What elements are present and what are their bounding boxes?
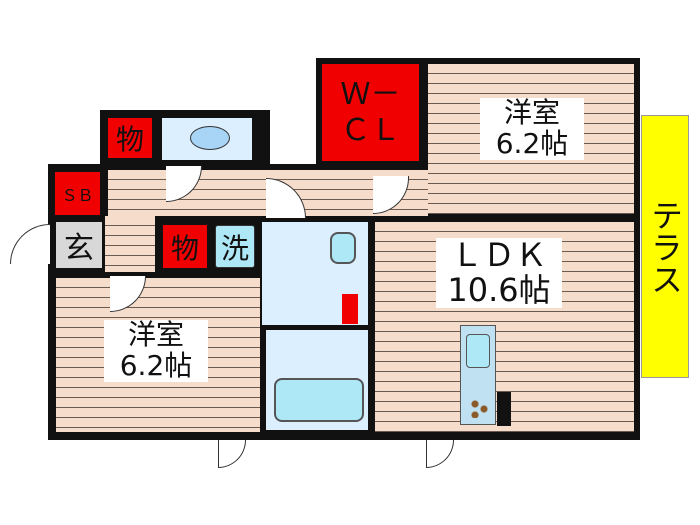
fridge-wall [497,392,511,426]
balcony-door-ldk[interactable] [426,440,454,468]
wcl-label-2: ＣＬ [340,112,401,148]
bedroom-top-size: 6.2帖 [495,126,569,160]
ldk-label: ＬＤＫ 10.6帖 [436,236,562,310]
bedroom-left-name: 洋室 [127,318,184,351]
washer-pan [342,294,358,324]
storage-top: 物 [108,118,152,158]
stove-icon [469,398,489,418]
bathtub-icon [274,378,364,422]
toilet-icon [190,126,230,150]
kitchen-sink-icon [466,334,490,368]
ldk-name: ＬＤＫ [450,236,547,274]
washroom [262,222,368,325]
wcl-label-1: Ｗ－ [340,76,401,112]
shoe-box: ＳＢ [55,172,100,215]
bedroom-top-label: 洋室 6.2帖 [480,96,584,160]
ldk-size: 10.6帖 [447,271,551,310]
kitchen-counter [460,325,496,425]
bedroom-left-label: 洋室 6.2帖 [104,318,208,382]
terrace-label: テラス [646,198,684,295]
hallway-3 [105,216,155,272]
walk-in-closet: Ｗ－ ＣＬ [322,64,419,161]
sink-icon [330,232,356,264]
bathroom [266,330,368,430]
terrace: テラス [641,115,689,378]
bedroom-top-name: 洋室 [503,96,560,129]
bedroom-left-size: 6.2帖 [119,348,193,382]
storage-mid: 物 [163,225,207,268]
toilet-room [162,118,252,160]
balcony-door-left[interactable] [218,440,246,468]
entrance: 玄 [56,222,102,268]
hallway [108,170,372,216]
laundry: 洗 [215,225,255,268]
entry-door[interactable] [10,224,50,264]
